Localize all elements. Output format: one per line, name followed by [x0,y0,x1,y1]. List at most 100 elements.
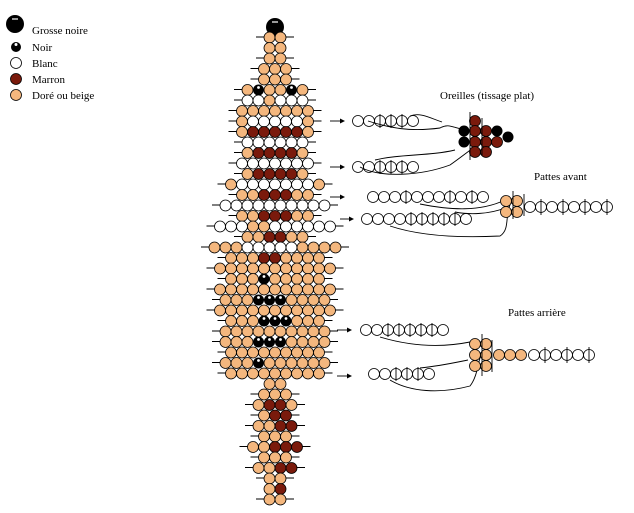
body-bead [252,147,265,159]
arrow-head [347,327,352,333]
body-bead [274,241,287,254]
body-bead [307,325,320,338]
body-bead [313,346,325,359]
back-leg-bead [379,368,391,380]
body-bead [291,105,303,117]
bead-highlight [268,338,271,341]
body-bead [296,231,309,243]
arrow-head [347,373,352,379]
body-bead [247,126,259,138]
body-bead [280,63,292,75]
body-bead [318,325,331,338]
body-bead [280,126,292,138]
front-paw-strand-bead [546,201,558,213]
body-bead [274,147,287,159]
body-bead [280,105,292,117]
paw-bead [469,360,481,372]
body-bead [291,262,303,275]
black-eye-bead [264,336,275,348]
body-bead [291,126,303,138]
body-bead [219,294,232,306]
body-bead [241,231,254,243]
leg-thread [419,359,469,369]
body-bead [241,357,254,369]
body-bead [274,42,287,54]
arrow-head [349,216,354,222]
body-bead [236,220,248,233]
body-bead [263,462,276,474]
ear-brown-bead [469,146,481,158]
body-bead [302,283,314,296]
body-bead [258,409,270,422]
body-bead [219,325,232,338]
body-bead [324,262,336,275]
body-bead [285,462,298,474]
body-bead [296,325,309,338]
body-bead [269,304,281,317]
body-bead [285,136,298,149]
bead-highlight [290,86,293,89]
bead-highlight [262,317,266,320]
black-eye-bead [275,294,286,306]
body-bead [274,52,287,65]
black-eye-bead [253,357,264,369]
body-bead [236,283,248,296]
body-bead [280,157,292,170]
body-bead [258,189,270,201]
body-bead [274,94,287,107]
body-bead [236,157,248,170]
title-pattes-arriere: Pattes arrière [508,307,566,319]
body-bead [269,409,281,422]
body-bead [258,178,270,191]
bead-highlight [284,317,288,320]
body-bead [258,126,270,138]
body-bead [236,273,248,285]
body-bead [318,336,331,348]
body-bead [313,283,325,296]
body-bead [291,178,303,191]
body-bead [274,84,287,96]
body-bead [291,315,303,327]
body-bead [269,220,281,233]
body-bead [269,273,281,285]
black-eye-bead [286,84,297,96]
body-bead [263,399,276,411]
ear-thread [409,114,443,123]
front-leg-bead [372,213,384,225]
body-bead [274,483,287,495]
body-bead [230,336,243,348]
ear-black-bead [502,131,514,143]
body-bead [274,199,287,212]
paw-bead [515,349,527,361]
body-bead [241,241,254,254]
big-black-bead-icon [6,15,24,33]
body-bead [258,63,270,75]
front-leg-bead [411,191,423,203]
leg-thread [379,336,471,346]
body-bead [280,210,292,222]
body-bead [241,94,254,107]
body-bead [285,420,298,432]
body-bead [241,199,254,212]
body-bead [247,441,259,453]
back-paw-strand-bead [550,349,562,361]
body-bead [285,294,298,306]
body-bead [236,262,248,275]
body-bead [302,126,314,138]
body-bead [269,105,281,117]
back-leg-bead [423,368,435,380]
body-bead [236,367,248,380]
body-bead [258,367,270,380]
body-bead [225,315,237,327]
body-bead [269,430,281,443]
body-bead [263,231,276,243]
body-bead [302,105,314,117]
body-bead [280,115,292,128]
body-bead [285,399,298,411]
body-bead [285,325,298,338]
body-bead [296,168,309,180]
bead-highlight [279,296,282,299]
arrow-head [340,194,345,200]
body-bead [274,231,287,243]
body-bead [269,262,281,275]
